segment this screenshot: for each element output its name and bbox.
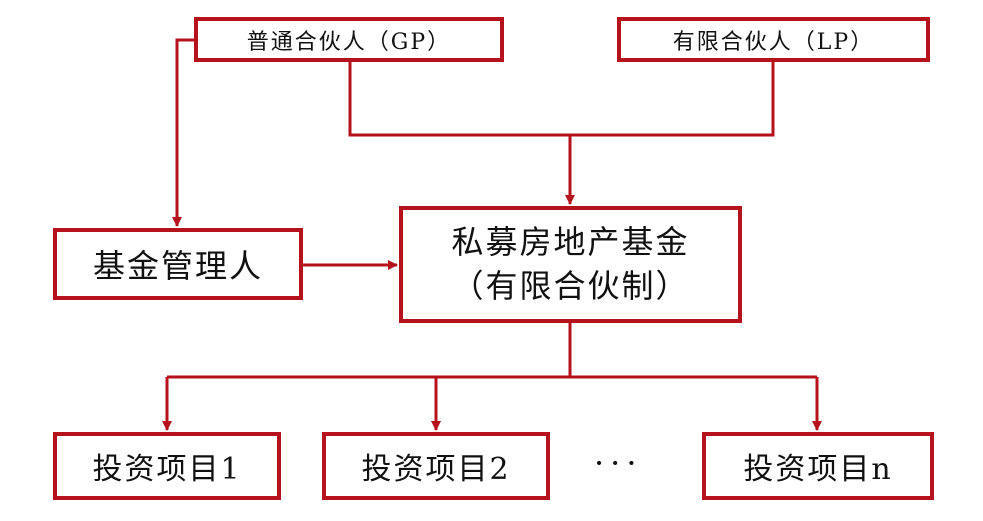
investment-project-2-box: 投资项目2 [322,432,550,500]
gp-to-manager-arrow [172,38,194,227]
fund-manager-label: 基金管理人 [92,247,263,285]
private-real-estate-fund-box: 私募房地产基金 （有限合伙制） [399,206,742,323]
investment-project-1-label: 投资项目1 [92,452,242,487]
lp-to-fund-line [570,62,775,137]
general-partner-box: 普通合伙人（GP） [194,17,504,62]
investment-project-n-box: 投资项目n [702,432,934,500]
more-projects-ellipsis: ··· [594,444,643,482]
investment-project-2-label: 投资项目2 [361,452,511,487]
fund-manager-box: 基金管理人 [53,228,303,300]
limited-partner-label: 有限合伙人（LP） [672,29,875,55]
fund-label-line1: 私募房地产基金 [451,223,690,262]
general-partner-label: 普通合伙人（GP） [246,29,452,55]
investment-project-n-label: 投资项目n [743,452,893,487]
limited-partner-box: 有限合伙人（LP） [617,17,930,62]
gp-to-fund-line [348,62,570,137]
investment-project-1-box: 投资项目1 [53,432,281,500]
fund-label-line2: （有限合伙制） [451,266,690,305]
